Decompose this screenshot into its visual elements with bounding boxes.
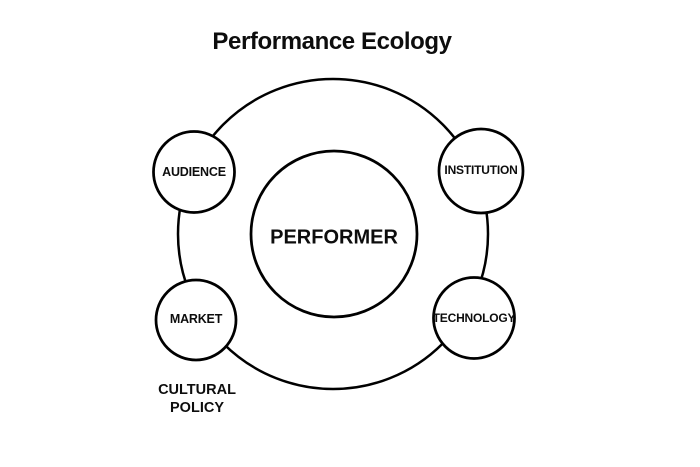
institution-circle xyxy=(437,127,525,215)
cultural-policy-line-1: CULTURAL xyxy=(158,382,236,398)
institution-label: INSTITUTION xyxy=(444,163,518,177)
cultural-policy-label: CULTURAL POLICY xyxy=(158,381,236,417)
diagram-title: Performance Ecology xyxy=(212,28,452,55)
outer-ring-circle xyxy=(176,77,490,391)
market-circle xyxy=(154,278,238,362)
audience-label: AUDIENCE xyxy=(162,165,226,179)
technology-circle xyxy=(432,276,516,360)
market-label: MARKET xyxy=(169,312,223,326)
performer-circle xyxy=(249,149,419,319)
technology-label: TECHNOLOGY xyxy=(432,311,516,325)
audience-circle xyxy=(152,130,236,214)
cultural-policy-line-2: POLICY xyxy=(170,400,224,416)
performer-label: PERFORMER xyxy=(270,226,398,249)
